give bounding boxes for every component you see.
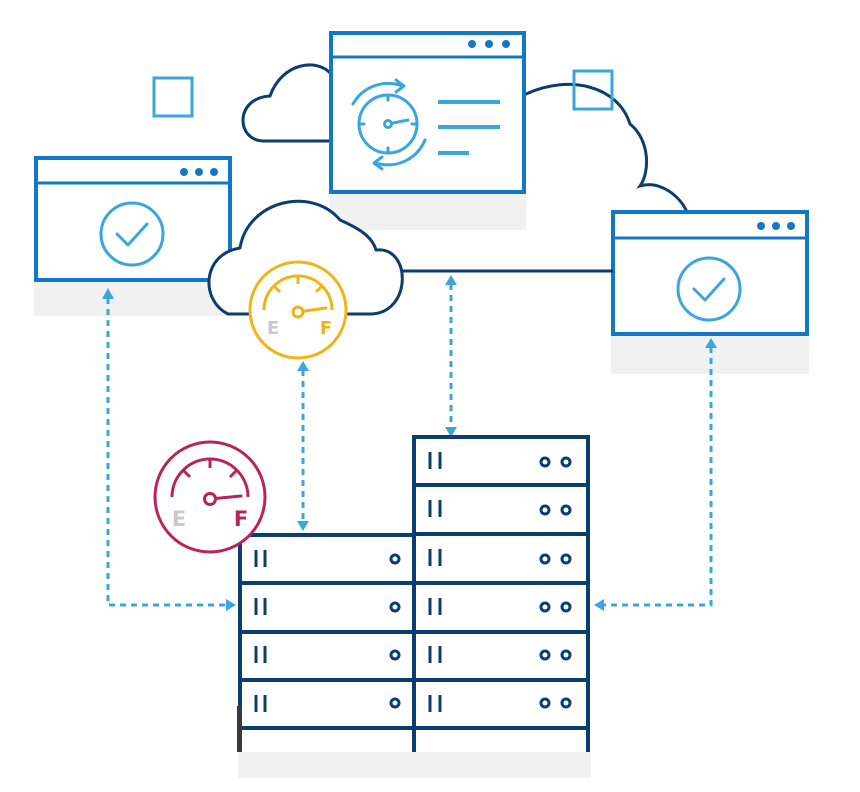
server-fuel-gauge-icon: E F xyxy=(153,440,267,554)
decorative-square-right xyxy=(572,69,614,111)
window-dots-icon xyxy=(468,40,510,48)
left-window-frame xyxy=(34,156,232,282)
arrow-down-icon xyxy=(297,521,309,531)
left-window-shadow xyxy=(34,282,231,316)
server-shadow xyxy=(238,752,591,778)
cloud-fuel-gauge-icon: E F xyxy=(248,260,348,360)
arrow-up-icon xyxy=(297,361,309,371)
left-window-to-server-connector xyxy=(106,298,228,607)
right-server-rack xyxy=(412,435,590,752)
sync-window xyxy=(329,31,526,194)
arrow-left-icon xyxy=(594,599,604,611)
back-cloud-icon xyxy=(241,63,689,214)
left-check-window xyxy=(34,156,232,282)
top-window-shadow xyxy=(330,193,526,230)
rack-foot xyxy=(237,706,242,752)
server-unit-icon xyxy=(254,550,401,712)
arrow-down-icon xyxy=(445,427,457,437)
window-dots-icon xyxy=(757,222,795,230)
arrow-right-icon xyxy=(226,599,236,611)
connector-arrowheads xyxy=(102,275,717,611)
server-unit-icon xyxy=(428,452,572,712)
right-check-window xyxy=(611,210,809,336)
dashed-connectors xyxy=(106,284,713,607)
arrow-up-icon xyxy=(102,288,114,299)
right-window-frame xyxy=(611,210,809,336)
arrow-up-icon xyxy=(445,275,457,285)
cloud-gauge-full-label: F xyxy=(320,318,332,339)
checkmark-icon xyxy=(676,256,742,322)
cloud-gauge-empty-label: E xyxy=(267,318,279,339)
decorative-square-left xyxy=(152,76,194,118)
text-lines-icon xyxy=(438,100,500,155)
window-dots-icon xyxy=(180,168,218,176)
shadows xyxy=(34,193,809,778)
server-gauge-full-label: F xyxy=(234,507,248,531)
left-server-rack xyxy=(237,533,416,752)
sync-window-frame xyxy=(329,31,526,194)
right-window-to-server-connector xyxy=(602,347,713,607)
arrow-up-icon xyxy=(705,338,717,348)
server-gauge-empty-label: E xyxy=(172,507,186,531)
sync-clock-icon xyxy=(351,78,427,171)
checkmark-icon xyxy=(99,201,165,267)
